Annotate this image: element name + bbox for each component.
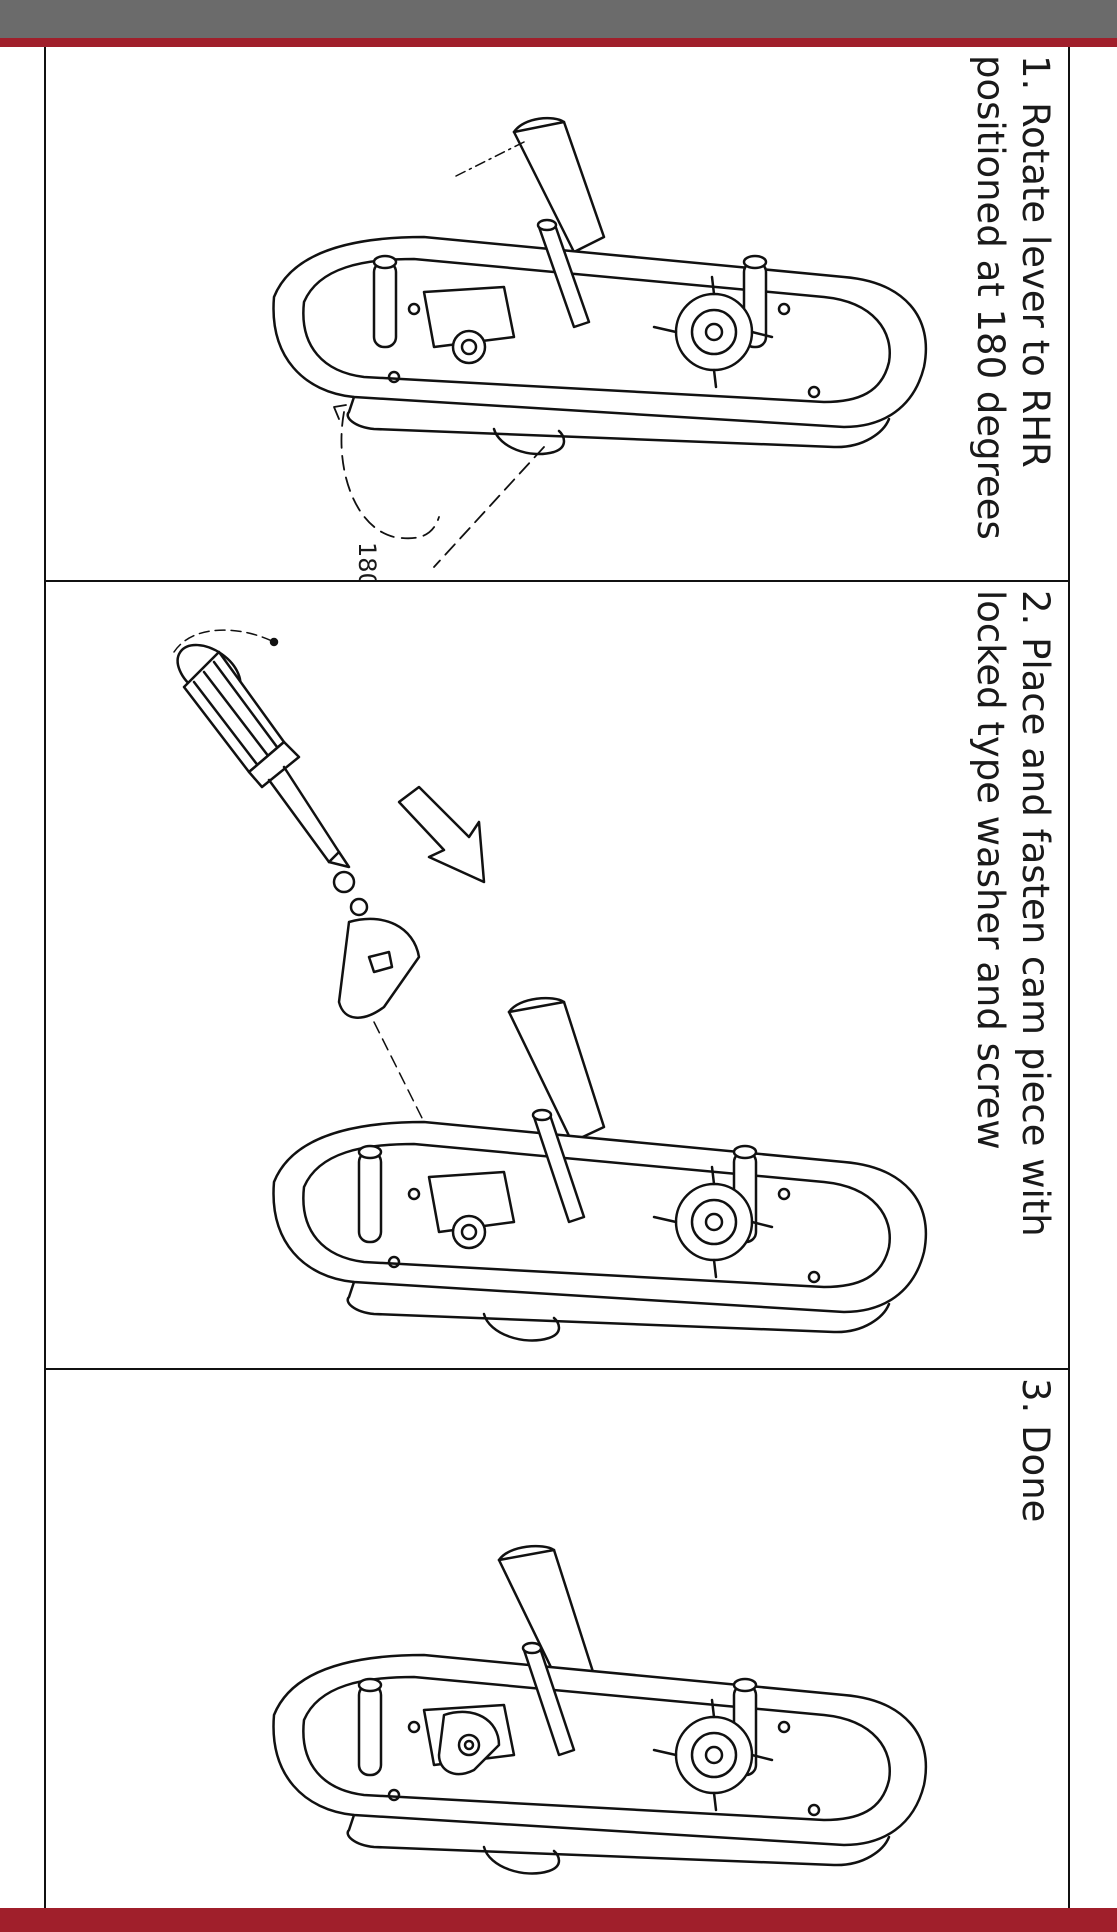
header-accent-stripe [0, 38, 1117, 47]
step-1-line-1: 1. Rotate lever to RHR [1014, 55, 1057, 468]
step-2-line-2: locked type washer and screw [968, 590, 1012, 1150]
header-bar [0, 0, 1117, 38]
step-2-line-1: 2. Place and fasten cam piece with [1014, 590, 1057, 1237]
lock-assembly-drawing-1: 180° [44, 47, 944, 582]
step-2-text: 2. Place and fasten cam piece with locke… [968, 590, 1058, 1237]
step-panel-3: 3. Done [44, 1370, 1070, 1908]
instruction-frame [44, 47, 1070, 1908]
lock-assembly-drawing-2 [44, 582, 944, 1368]
step-panel-2: 2. Place and fasten cam piece with locke… [44, 582, 1070, 1370]
step-3-line-1: 3. Done [1014, 1378, 1057, 1523]
step-panel-1: 1. Rotate lever to RHR positioned at 180… [44, 47, 1070, 582]
screwdriver-icon [173, 629, 351, 869]
step-1-text: 1. Rotate lever to RHR positioned at 180… [968, 55, 1058, 540]
step-1-line-2: positioned at 180 degrees [968, 55, 1012, 540]
down-arrow-icon [397, 785, 486, 884]
lock-assembly-drawing-3 [44, 1370, 944, 1908]
angle-label-180: 180° [353, 542, 381, 582]
step-3-text: 3. Done [1013, 1378, 1058, 1522]
footer-bar [0, 1908, 1117, 1932]
